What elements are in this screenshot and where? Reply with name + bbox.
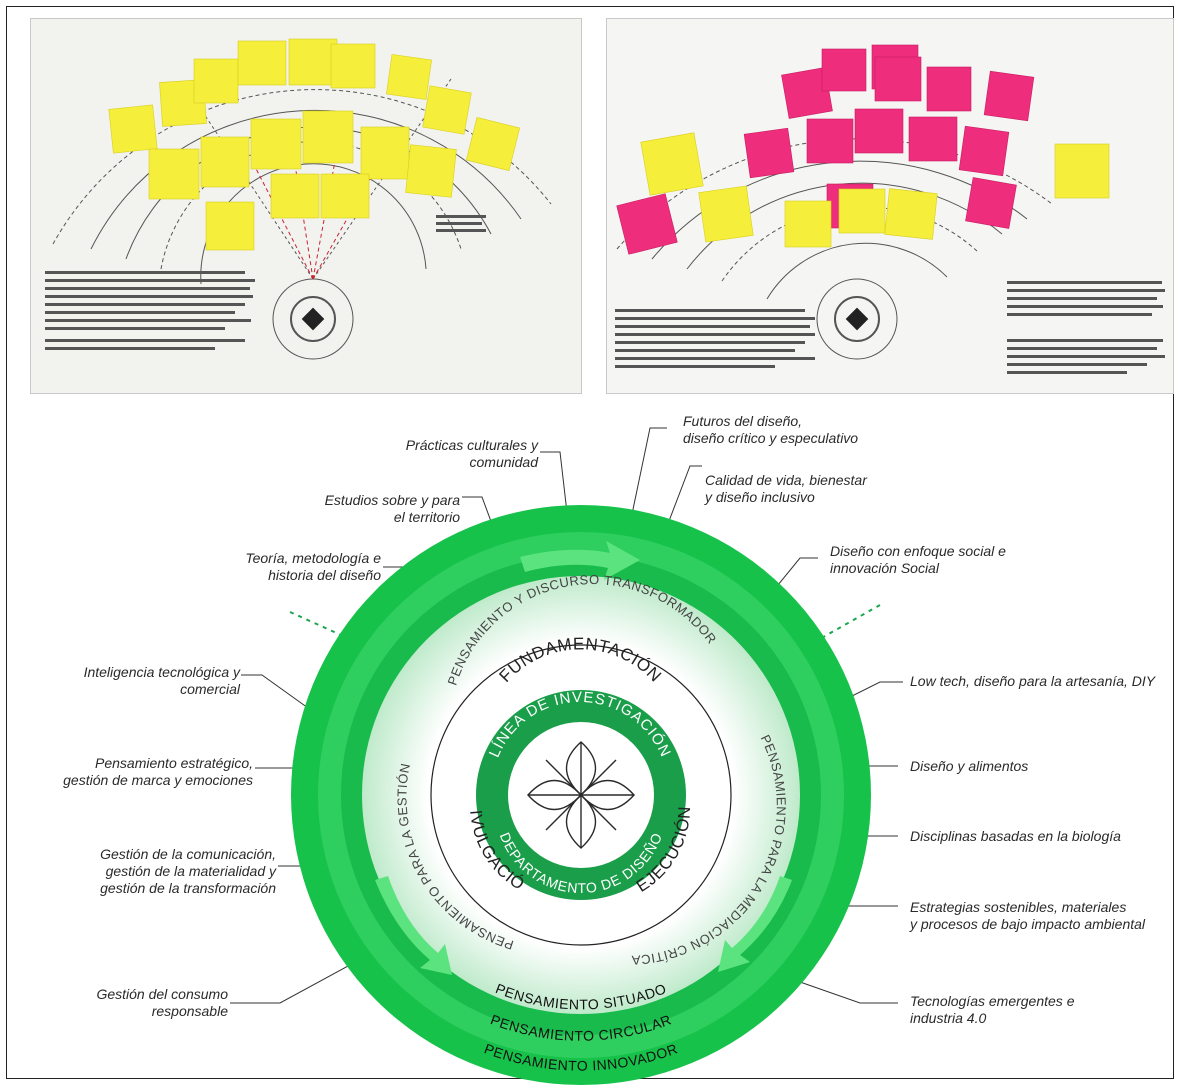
- label-futuros: Futuros del diseño, diseño crítico y esp…: [683, 413, 859, 446]
- department-logo-icon: [527, 741, 635, 849]
- label-inteligencia: Inteligencia tecnológica y comercial: [83, 664, 240, 697]
- photo-right-illustration: [607, 19, 1173, 393]
- cycle-arrows: [375, 541, 792, 975]
- label-biologia: Disciplinas basadas en la biología: [910, 828, 1121, 844]
- label-calidad: Calidad de vida, bienestar y diseño incl…: [705, 472, 867, 505]
- label-low-tech: Low tech, diseño para la artesanía, DIY: [910, 673, 1156, 689]
- label-practicas: Prácticas culturales y comunidad: [405, 437, 538, 470]
- photo-left-illustration: [31, 19, 581, 393]
- label-teoria: Teoría, metodología e historia del diseñ…: [245, 550, 381, 583]
- label-emergentes: Tecnologías emergentes e industria 4.0: [910, 993, 1075, 1026]
- label-sostenibles: Estrategias sostenibles, materiales y pr…: [910, 899, 1146, 932]
- label-consumo: Gestión del consumo responsable: [96, 986, 228, 1019]
- label-alimentos: Diseño y alimentos: [910, 758, 1029, 774]
- label-estudios: Estudios sobre y para el territorio: [324, 492, 460, 525]
- workshop-photo-pink-notes: [606, 18, 1174, 394]
- label-enfoque-social: Diseño con enfoque social e innovación S…: [830, 543, 1006, 576]
- label-estrategico: Pensamiento estratégico, gestión de marc…: [63, 755, 253, 788]
- workshop-photo-yellow-notes: [30, 18, 582, 394]
- label-comunicacion: Gestión de la comunicación, gestión de l…: [100, 846, 276, 896]
